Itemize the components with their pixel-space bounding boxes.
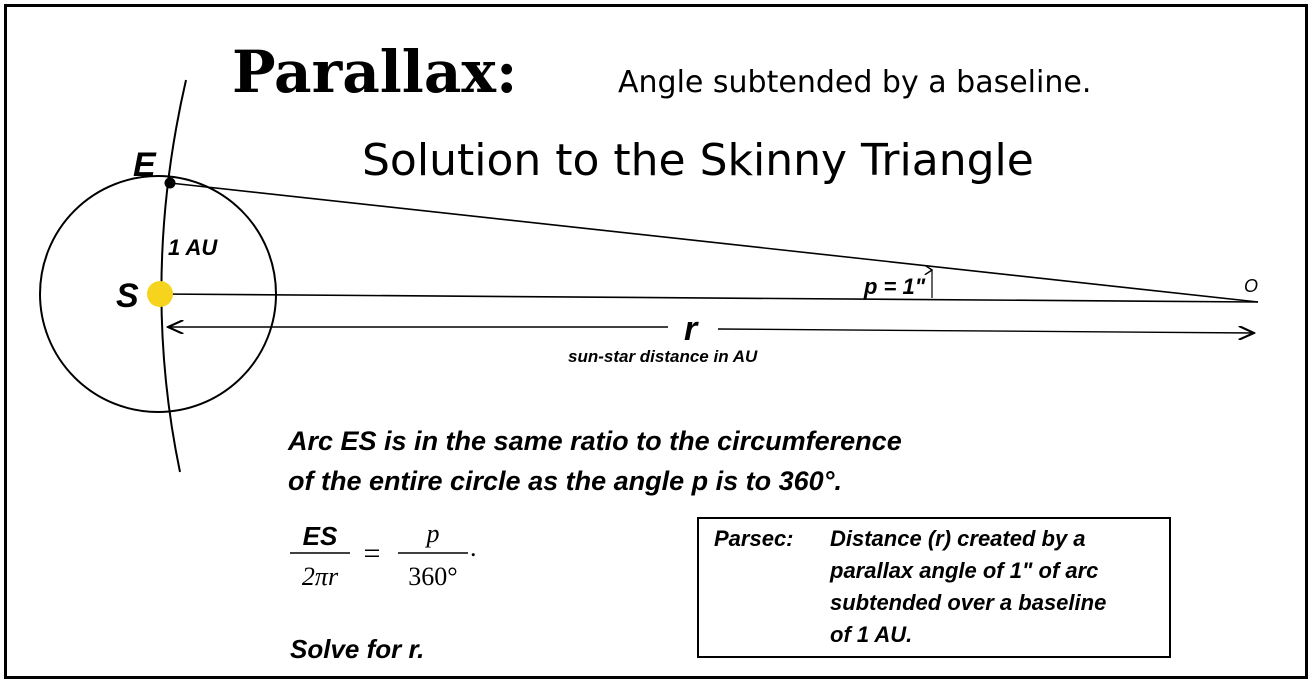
title-main: Parallax: xyxy=(232,38,517,106)
equation-lhs-denominator: 2πr xyxy=(302,562,339,591)
statement-line-2: of the entire circle as the angle p is t… xyxy=(288,466,842,496)
arc-label: 1 AU xyxy=(168,235,218,260)
solve-instruction: Solve for r. xyxy=(290,634,424,664)
equation-terminal: . xyxy=(470,533,477,562)
earth-dot xyxy=(164,177,176,189)
angle-label: p = 1" xyxy=(863,274,926,299)
parsec-definition-box xyxy=(697,517,1171,658)
subtitle: Solution to the Skinny Triangle xyxy=(362,135,1034,186)
parsec-definition-line-3: subtended over a baseline xyxy=(830,590,1106,615)
distance-caption: sun-star distance in AU xyxy=(568,347,758,366)
earth-star-line xyxy=(169,182,1259,303)
distance-arrow-right xyxy=(717,329,1254,333)
equation-rhs-denominator: 360° xyxy=(408,562,457,591)
parsec-term: Parsec: xyxy=(714,526,794,551)
earth-label: E xyxy=(133,146,157,184)
distance-label: r xyxy=(684,310,699,348)
star-label: O xyxy=(1244,276,1258,296)
distance-arc xyxy=(160,79,187,473)
parsec-definition-line-2: parallax angle of 1" of arc xyxy=(829,558,1098,583)
parsec-definition-line-4: of 1 AU. xyxy=(830,622,912,647)
title-tagline: Angle subtended by a baseline. xyxy=(618,65,1091,100)
equation-rhs-numerator: p xyxy=(425,519,440,548)
statement-line-1: Arc ES is in the same ratio to the circu… xyxy=(287,426,902,456)
sun-icon xyxy=(147,281,173,307)
ratio-equation: ES 2πr = p 360° . xyxy=(290,519,477,591)
slide-frame xyxy=(4,4,1308,679)
equation-lhs-numerator: ES xyxy=(303,521,338,551)
parsec-definition-line-1: Distance (r) created by a xyxy=(830,526,1086,551)
equation-equals: = xyxy=(364,537,381,570)
sun-star-line xyxy=(159,293,1259,303)
orbit-circle xyxy=(39,175,277,413)
sun-label: S xyxy=(116,277,139,315)
